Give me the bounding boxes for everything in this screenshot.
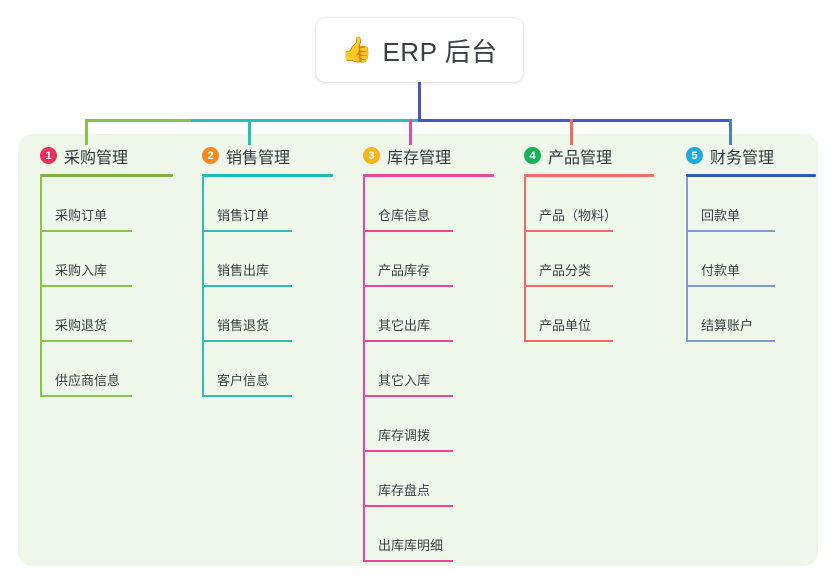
- branch-rule-3: [363, 174, 494, 177]
- branch-spine-4: [524, 177, 526, 342]
- branch-item-rule: [686, 230, 775, 232]
- branch-title-3: 库存管理: [387, 150, 452, 167]
- branch-item-label: 客户信息: [217, 373, 270, 388]
- branch-item-label: 其它入库: [378, 373, 431, 388]
- drop-line-3: [409, 119, 412, 145]
- branch-spine-5: [686, 177, 688, 342]
- branch-header-4[interactable]: 4 产品管理: [502, 142, 662, 170]
- branch-item-label: 库存盘点: [378, 483, 431, 498]
- branch-item-label: 销售出库: [217, 263, 270, 278]
- branch-panel-background: [18, 134, 818, 566]
- branch-badge-4: 4: [524, 147, 541, 164]
- branch-item-rule: [363, 285, 453, 287]
- drop-line-1: [85, 119, 88, 145]
- drop-line-2: [248, 119, 251, 145]
- branch-item-rule: [40, 340, 132, 342]
- branch-badge-2: 2: [202, 147, 219, 164]
- branch-title-1: 采购管理: [64, 150, 129, 167]
- bus-segment-teal: [191, 119, 418, 122]
- branch-badge-5: 5: [686, 147, 703, 164]
- branch-item-label: 采购退货: [55, 318, 108, 333]
- branch-item-rule: [686, 340, 775, 342]
- root-node[interactable]: 👍 ERP 后台: [316, 18, 523, 82]
- branch-badge-1: 1: [40, 147, 57, 164]
- branch-item-label: 回款单: [701, 208, 741, 223]
- branch-rule-5: [686, 174, 816, 177]
- branch-header-3[interactable]: 3 库存管理: [341, 142, 502, 170]
- thumbs-up-icon: 👍: [341, 35, 373, 64]
- drop-line-5: [729, 119, 732, 145]
- branch-item-label: 产品（物料）: [539, 208, 618, 223]
- branch-item-rule: [363, 505, 453, 507]
- branch-spine-1: [40, 177, 42, 397]
- branch-item-label: 其它出库: [378, 318, 431, 333]
- branch-header-5[interactable]: 5 财务管理: [664, 142, 824, 170]
- branch-item-label: 采购入库: [55, 263, 108, 278]
- bus-segment-blue: [418, 119, 730, 122]
- branch-item-rule: [524, 230, 613, 232]
- branch-column-5: 5 财务管理回款单付款单结算账户: [664, 142, 824, 342]
- branch-item-rule: [686, 285, 775, 287]
- branch-header-1[interactable]: 1 采购管理: [18, 142, 181, 170]
- branch-column-2: 2 销售管理销售订单销售出库销售退货客户信息: [180, 142, 341, 397]
- branch-rule-4: [524, 174, 654, 177]
- branch-item-label: 产品分类: [539, 263, 592, 278]
- branch-item-rule: [40, 395, 132, 397]
- branch-rule-2: [202, 174, 333, 177]
- branch-item-rule: [202, 230, 292, 232]
- branch-item-label: 供应商信息: [55, 373, 121, 388]
- branch-item-rule: [202, 340, 292, 342]
- branch-item-rule: [363, 340, 453, 342]
- branch-item-rule: [40, 285, 132, 287]
- branch-item-label: 结算账户: [701, 318, 754, 333]
- drop-line-4: [570, 119, 573, 145]
- branch-column-4: 4 产品管理产品（物料） 产品分类产品单位: [502, 142, 662, 342]
- branch-item-rule: [202, 285, 292, 287]
- branch-column-3: 3 库存管理仓库信息产品库存其它出库其它入库库存调拨库存盘点出库库明细: [341, 142, 502, 562]
- branch-header-2[interactable]: 2 销售管理: [180, 142, 341, 170]
- branch-item-label: 出库库明细: [378, 538, 444, 553]
- branch-column-1: 1 采购管理采购订单采购入库采购退货供应商信息: [18, 142, 181, 397]
- branch-item-rule: [524, 285, 613, 287]
- branch-item-rule: [363, 395, 453, 397]
- branch-item-label: 库存调拨: [378, 428, 431, 443]
- branch-title-4: 产品管理: [548, 150, 613, 167]
- branch-item-rule: [40, 230, 132, 232]
- branch-item-label: 仓库信息: [378, 208, 431, 223]
- branch-item-label: 产品单位: [539, 318, 592, 333]
- branch-item-rule: [202, 395, 292, 397]
- branch-title-2: 销售管理: [226, 150, 291, 167]
- branch-item-label: 销售退货: [217, 318, 270, 333]
- root-stem-line: [418, 82, 421, 120]
- branch-item-rule: [524, 340, 613, 342]
- branch-spine-3: [363, 177, 365, 562]
- branch-spine-2: [202, 177, 204, 397]
- branch-item-label: 采购订单: [55, 208, 108, 223]
- branch-badge-3: 3: [363, 147, 380, 164]
- bus-segment-green: [85, 119, 191, 122]
- root-node-title: ERP 后台: [382, 36, 498, 67]
- branch-item-rule: [363, 230, 453, 232]
- branch-item-label: 产品库存: [378, 263, 431, 278]
- branch-item-label: 付款单: [701, 263, 741, 278]
- branch-item-rule: [363, 450, 453, 452]
- branch-title-5: 财务管理: [710, 150, 775, 167]
- branch-rule-1: [40, 174, 173, 177]
- branch-item-label: 销售订单: [217, 208, 270, 223]
- branch-item-rule: [363, 560, 453, 562]
